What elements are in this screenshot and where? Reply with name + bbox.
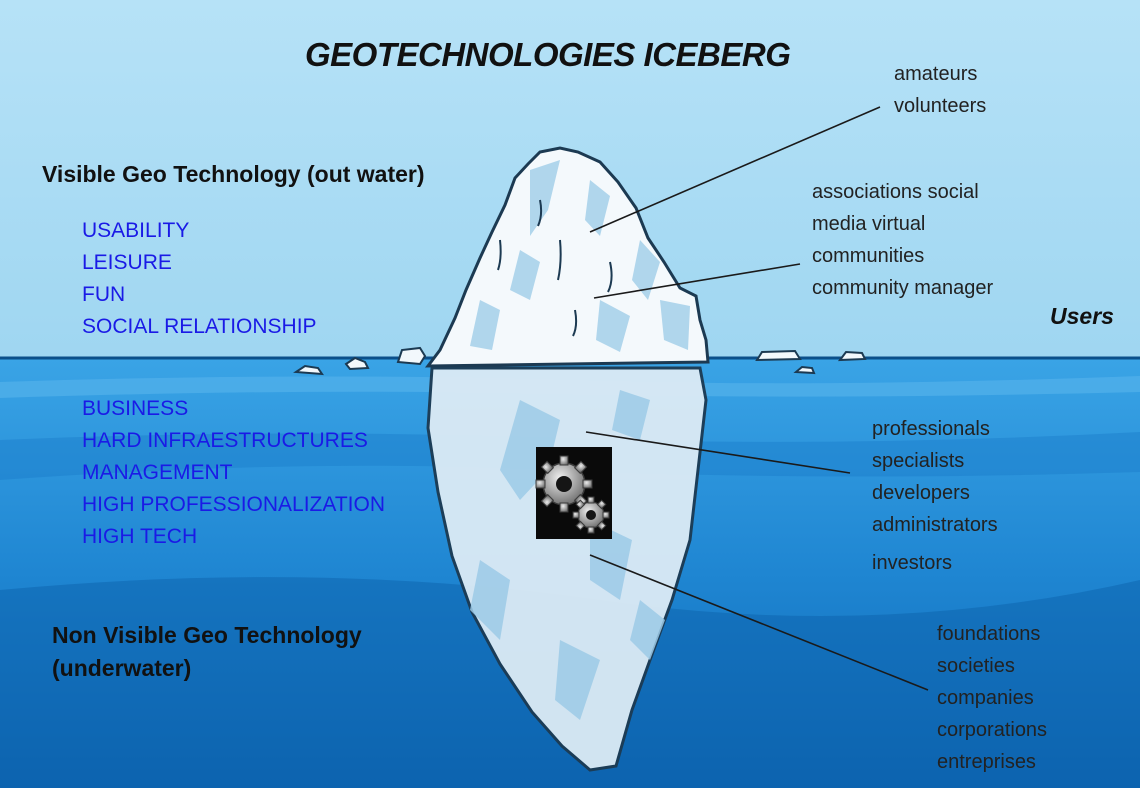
ice-chunk bbox=[793, 365, 816, 375]
nonvisible-aspect: HIGH TECH bbox=[82, 525, 198, 548]
user-group-professionals: professionals specialists developers adm… bbox=[872, 413, 998, 579]
user-group-item: corporations bbox=[937, 719, 1048, 741]
nonvisible-aspect: HIGH PROFESSIONALIZATION bbox=[82, 493, 385, 516]
nonvisible-aspect: HARD INFRAESTRUCTURES bbox=[82, 429, 368, 452]
ice-chunk bbox=[755, 349, 802, 362]
user-group-item: media virtual bbox=[812, 213, 926, 235]
visible-aspect: USABILITY bbox=[82, 219, 190, 242]
iceberg-underwater bbox=[426, 366, 708, 772]
users-label: Users bbox=[1050, 303, 1114, 329]
connector-professionals bbox=[585, 431, 851, 474]
nonvisible-aspects-list: BUSINESS HARD INFRAESTRUCTURES MANAGEMEN… bbox=[82, 393, 385, 553]
nonvisible-aspect: MANAGEMENT bbox=[82, 461, 233, 484]
user-group-item: administrators bbox=[872, 514, 998, 536]
user-group-item: developers bbox=[872, 482, 970, 504]
nonvisible-aspect: BUSINESS bbox=[82, 397, 189, 420]
user-group-item: communities bbox=[812, 245, 925, 267]
user-group-item: specialists bbox=[872, 450, 965, 472]
visible-aspect: FUN bbox=[82, 283, 126, 306]
user-group-communities: associations social media virtual commun… bbox=[812, 176, 993, 304]
ice-chunk bbox=[344, 356, 370, 371]
nonvisible-heading: Non Visible Geo Technology (underwater) bbox=[52, 619, 362, 685]
ice-chunk bbox=[396, 346, 427, 366]
iceberg-underwater-shade bbox=[470, 390, 665, 720]
page-title: GEOTECHNOLOGIES ICEBERG bbox=[305, 36, 791, 73]
nonvisible-heading-line: (underwater) bbox=[52, 655, 192, 681]
ice-chunk bbox=[293, 364, 324, 376]
user-group-amateurs: amateurs volunteers bbox=[894, 58, 986, 122]
connector-amateurs bbox=[589, 106, 881, 233]
visible-aspects-list: USABILITY LEISURE FUN SOCIAL RELATIONSHI… bbox=[82, 215, 317, 343]
user-group-item: professionals bbox=[872, 418, 990, 440]
nonvisible-heading-line: Non Visible Geo Technology bbox=[52, 622, 362, 648]
ice-chunk bbox=[837, 350, 867, 362]
gears-icon bbox=[535, 447, 612, 539]
user-group-item: community manager bbox=[812, 277, 994, 299]
visible-heading: Visible Geo Technology (out water) bbox=[42, 161, 425, 187]
user-group-item: amateurs bbox=[894, 63, 978, 85]
user-group-item: societies bbox=[937, 655, 1015, 677]
user-group-item: foundations bbox=[937, 623, 1041, 645]
iceberg-drips bbox=[497, 199, 613, 337]
visible-aspect: LEISURE bbox=[82, 251, 172, 274]
user-group-item: companies bbox=[937, 687, 1034, 709]
user-group-item: investors bbox=[872, 552, 953, 574]
user-group-item: volunteers bbox=[894, 95, 987, 117]
connector-organizations bbox=[589, 554, 929, 691]
visible-aspect: SOCIAL RELATIONSHIP bbox=[82, 315, 317, 338]
iceberg-top-shade bbox=[470, 160, 690, 352]
user-group-item: associations social bbox=[812, 181, 979, 203]
connector-communities bbox=[593, 263, 801, 299]
user-group-item: entreprises bbox=[937, 751, 1036, 773]
user-group-organizations: foundations societies companies corporat… bbox=[937, 618, 1047, 778]
